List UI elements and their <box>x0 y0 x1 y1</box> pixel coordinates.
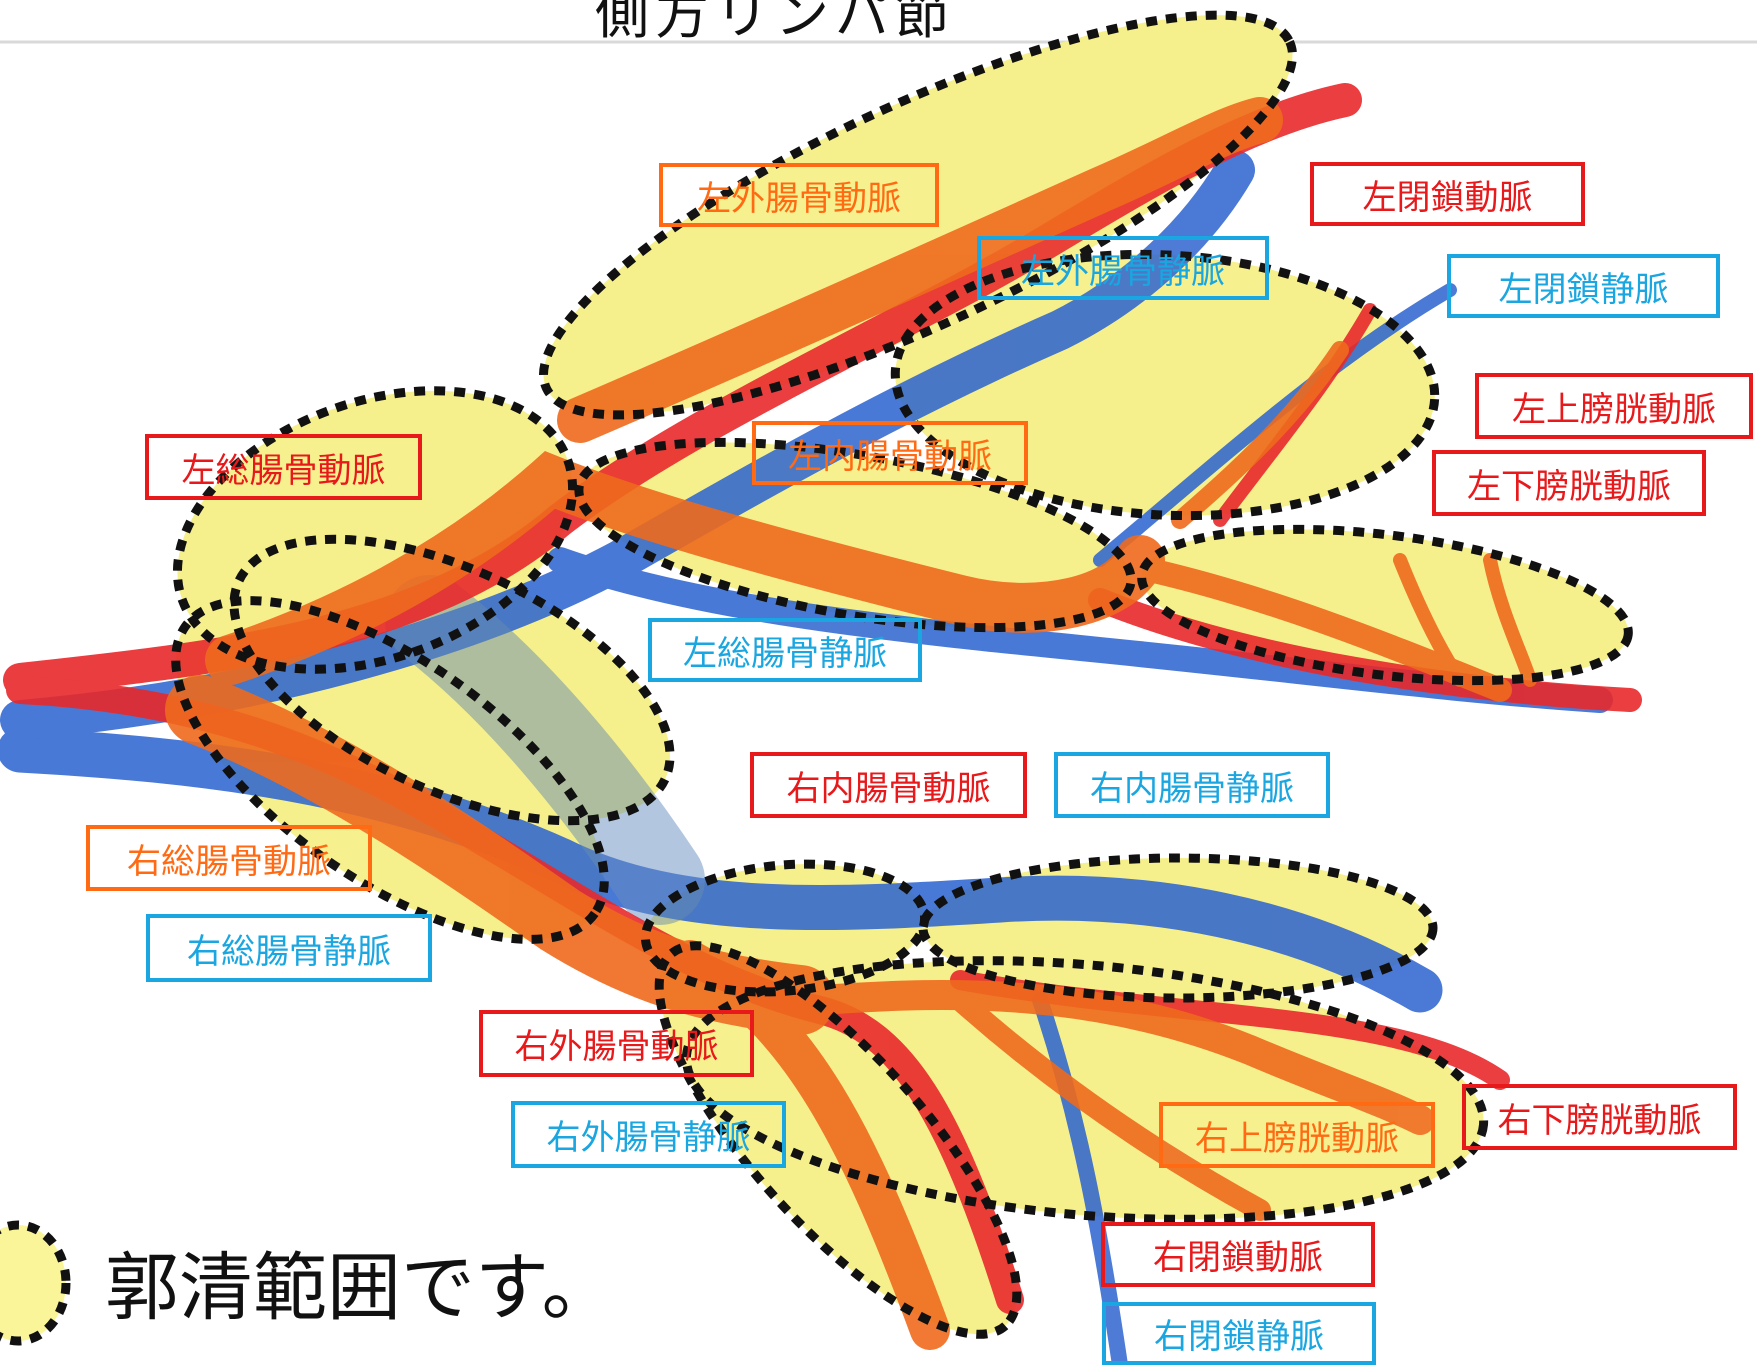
diagram-title: 側方リンパ節 <box>595 0 955 46</box>
label-right-obturator-artery: 右閉鎖動脈 <box>1101 1222 1375 1287</box>
label-left-superior-vesical-artery: 左上膀胱動脈 <box>1475 373 1753 439</box>
label-left-external-iliac-vein: 左外腸骨静脈 <box>977 236 1269 300</box>
label-right-common-iliac-artery: 右総腸骨動脈 <box>86 825 372 891</box>
right-obturator-vein <box>1032 992 1128 1365</box>
label-right-obturator-vein: 右閉鎖静脈 <box>1102 1302 1376 1365</box>
left-vesical-twig-2 <box>1483 553 1537 687</box>
dissection-area-left-obturator <box>895 254 1435 516</box>
left-vesical-twig-1 <box>1393 553 1467 687</box>
label-left-common-iliac-vein: 左総腸骨静脈 <box>648 618 922 682</box>
label-right-external-iliac-vein: 右外腸骨静脈 <box>511 1101 786 1168</box>
outline-left-vesical <box>1137 524 1633 686</box>
outline-presacral <box>229 534 675 826</box>
outline-right-internal <box>640 859 930 997</box>
outline-right-upper <box>918 853 1438 1003</box>
label-left-common-iliac-artery: 左総腸骨動脈 <box>145 434 422 500</box>
outline-right-external <box>654 941 1022 1339</box>
left-external-iliac-artery-branch <box>557 97 1283 443</box>
label-left-inferior-vesical-artery: 左下膀胱動脈 <box>1432 450 1706 516</box>
left-common-iliac-vein <box>385 575 705 925</box>
outline-left-common <box>172 386 578 674</box>
label-left-obturator-vein: 左閉鎖静脈 <box>1447 254 1720 318</box>
right-superior-vesical-branch <box>805 980 1435 1135</box>
label-left-obturator-artery: 左閉鎖動脈 <box>1310 162 1585 226</box>
legend-text: 郭清範囲です。 <box>105 1245 616 1331</box>
label-right-superior-vesical-artery: 右上膀胱動脈 <box>1159 1102 1435 1168</box>
left-superior-vesical-branch <box>1171 341 1349 529</box>
left-internal-iliac-artery-branch <box>205 451 1165 685</box>
outline-right-common <box>171 596 609 944</box>
outline-left-obturator <box>890 249 1440 521</box>
label-left-external-iliac-artery: 左外腸骨動脈 <box>659 163 939 227</box>
label-right-internal-iliac-artery: 右内腸骨動脈 <box>750 752 1027 818</box>
label-left-internal-iliac-artery: 左内腸骨動脈 <box>752 421 1028 485</box>
outline-left-external <box>539 10 1297 420</box>
left-external-iliac-vein <box>0 150 1255 740</box>
right-obturator-branch <box>949 989 1271 1221</box>
legend-swatch <box>0 1220 71 1346</box>
dissection-outlines <box>171 10 1633 1339</box>
label-right-internal-iliac-vein: 右内腸骨静脈 <box>1054 752 1330 818</box>
label-right-inferior-vesical-artery: 右下膀胱動脈 <box>1462 1084 1737 1150</box>
outline-right-obturator <box>681 956 1489 1224</box>
label-right-external-iliac-artery: 右外腸骨動脈 <box>479 1010 754 1077</box>
dissection-area-left-external <box>543 15 1293 415</box>
left-obturator-vein <box>1093 283 1457 567</box>
label-right-common-iliac-vein: 右総腸骨静脈 <box>146 914 432 982</box>
